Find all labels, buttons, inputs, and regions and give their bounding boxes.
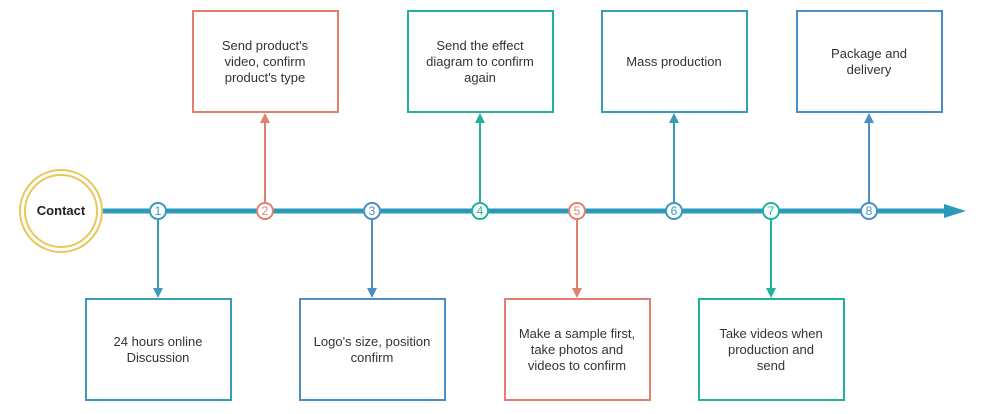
- step-8-arrowhead: [864, 113, 874, 123]
- step-6-arrowhead: [669, 113, 679, 123]
- start-node-outer-ring: [19, 169, 103, 253]
- step-4-node: 4: [471, 202, 489, 220]
- step-8-node: 8: [860, 202, 878, 220]
- step-8-box: Package and delivery: [795, 10, 943, 113]
- step-2-box: Send product's video, confirm product's …: [191, 10, 339, 113]
- step-4-text: Send the effect diagram to confirm again: [426, 37, 534, 85]
- step-7-node: 7: [762, 202, 780, 220]
- start-node-label: Contact: [36, 203, 86, 218]
- step-1-box: 24 hours online Discussion: [84, 298, 232, 401]
- step-3-node: 3: [363, 202, 381, 220]
- step-4-box: Send the effect diagram to confirm again: [406, 10, 554, 113]
- step-2-arrowhead: [260, 113, 270, 123]
- step-3-box: Logo's size, position confirm: [298, 298, 446, 401]
- step-2-text: Send product's video, confirm product's …: [221, 37, 309, 85]
- step-4-arrowhead: [475, 113, 485, 123]
- step-6-node: 6: [665, 202, 683, 220]
- step-5-box: Make a sample first, take photos and vid…: [503, 298, 651, 401]
- step-7-text: Take videos when production and send: [719, 325, 823, 373]
- step-2-node: 2: [256, 202, 274, 220]
- step-3-text: Logo's size, position confirm: [313, 333, 431, 365]
- step-7-arrowhead: [766, 288, 776, 298]
- step-5-arrowhead: [572, 288, 582, 298]
- step-6-text: Mass production: [626, 53, 722, 69]
- timeline-arrowhead: [944, 204, 966, 218]
- start-node-inner-ring: [24, 174, 98, 248]
- step-7-box: Take videos when production and send: [697, 298, 845, 401]
- step-1-node: 1: [149, 202, 167, 220]
- step-3-arrowhead: [367, 288, 377, 298]
- step-8-text: Package and delivery: [831, 45, 907, 77]
- step-1-text: 24 hours online Discussion: [113, 333, 203, 365]
- step-5-text: Make a sample first, take photos and vid…: [518, 325, 636, 373]
- step-6-box: Mass production: [600, 10, 748, 113]
- step-5-node: 5: [568, 202, 586, 220]
- step-1-arrowhead: [153, 288, 163, 298]
